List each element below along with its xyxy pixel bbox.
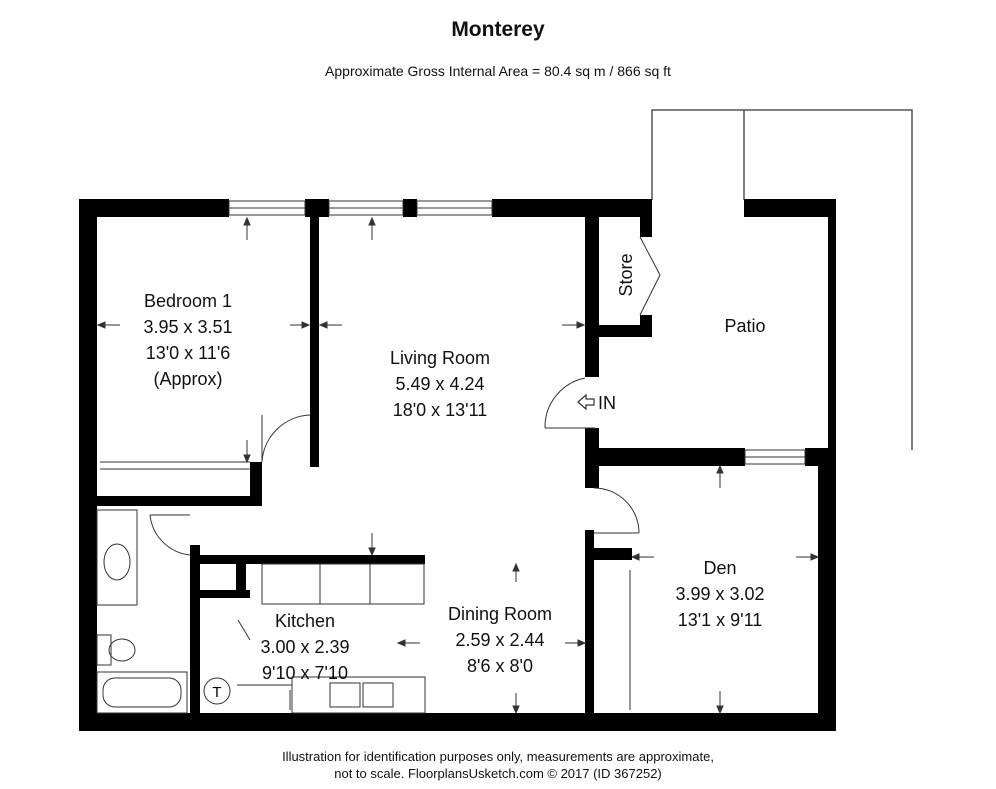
den-label: Den 3.99 x 3.02 13'1 x 9'11 (660, 555, 780, 633)
tank-label: T (212, 684, 221, 701)
footer-line2: not to scale. FloorplansUsketch.com © 20… (334, 766, 662, 781)
living-name: Living Room (389, 348, 491, 368)
kitchen-name: Kitchen (274, 611, 336, 631)
den-name: Den (703, 558, 737, 578)
den-metric: 3.99 x 3.02 (675, 584, 765, 604)
bedroom1-note: (Approx) (153, 369, 223, 389)
living-label: Living Room 5.49 x 4.24 18'0 x 13'11 (370, 345, 510, 423)
kitchen-imperial: 9'10 x 7'10 (262, 663, 348, 683)
store-name: Store (616, 253, 636, 297)
patio-outline (651, 109, 913, 450)
walls (79, 199, 836, 731)
plan-title: Monterey (451, 18, 545, 41)
dimension-arrows (96, 216, 820, 715)
store-label: Store (613, 245, 639, 305)
patio-label: Patio (705, 313, 785, 339)
dining-imperial: 8'6 x 8'0 (467, 656, 533, 676)
area-subtitle: Approximate Gross Internal Area = 80.4 s… (325, 63, 671, 79)
kitchen-metric: 3.00 x 2.39 (260, 637, 350, 657)
footer-disclaimer: Illustration for identification purposes… (0, 748, 996, 782)
entrance-arrow-icon (577, 393, 595, 411)
fixtures (96, 461, 631, 714)
bedroom1-name: Bedroom 1 (143, 291, 233, 311)
den-imperial: 13'1 x 9'11 (677, 610, 763, 630)
bedroom1-imperial: 13'0 x 11'6 (145, 343, 231, 363)
entrance-label: IN (592, 390, 622, 416)
doors (149, 236, 661, 556)
living-metric: 5.49 x 4.24 (395, 374, 485, 394)
windows (228, 200, 806, 465)
entrance-text: IN (598, 393, 616, 413)
living-imperial: 18'0 x 13'11 (392, 400, 488, 420)
dining-metric: 2.59 x 2.44 (455, 630, 545, 650)
footer-line1: Illustration for identification purposes… (282, 749, 714, 764)
bedroom1-metric: 3.95 x 3.51 (143, 317, 233, 337)
dining-label: Dining Room 2.59 x 2.44 8'6 x 8'0 (430, 601, 570, 679)
bedroom1-label: Bedroom 1 3.95 x 3.51 13'0 x 11'6 (Appro… (128, 288, 248, 392)
patio-name: Patio (724, 316, 766, 336)
kitchen-label: Kitchen 3.00 x 2.39 9'10 x 7'10 (250, 608, 360, 686)
dining-name: Dining Room (447, 604, 553, 624)
